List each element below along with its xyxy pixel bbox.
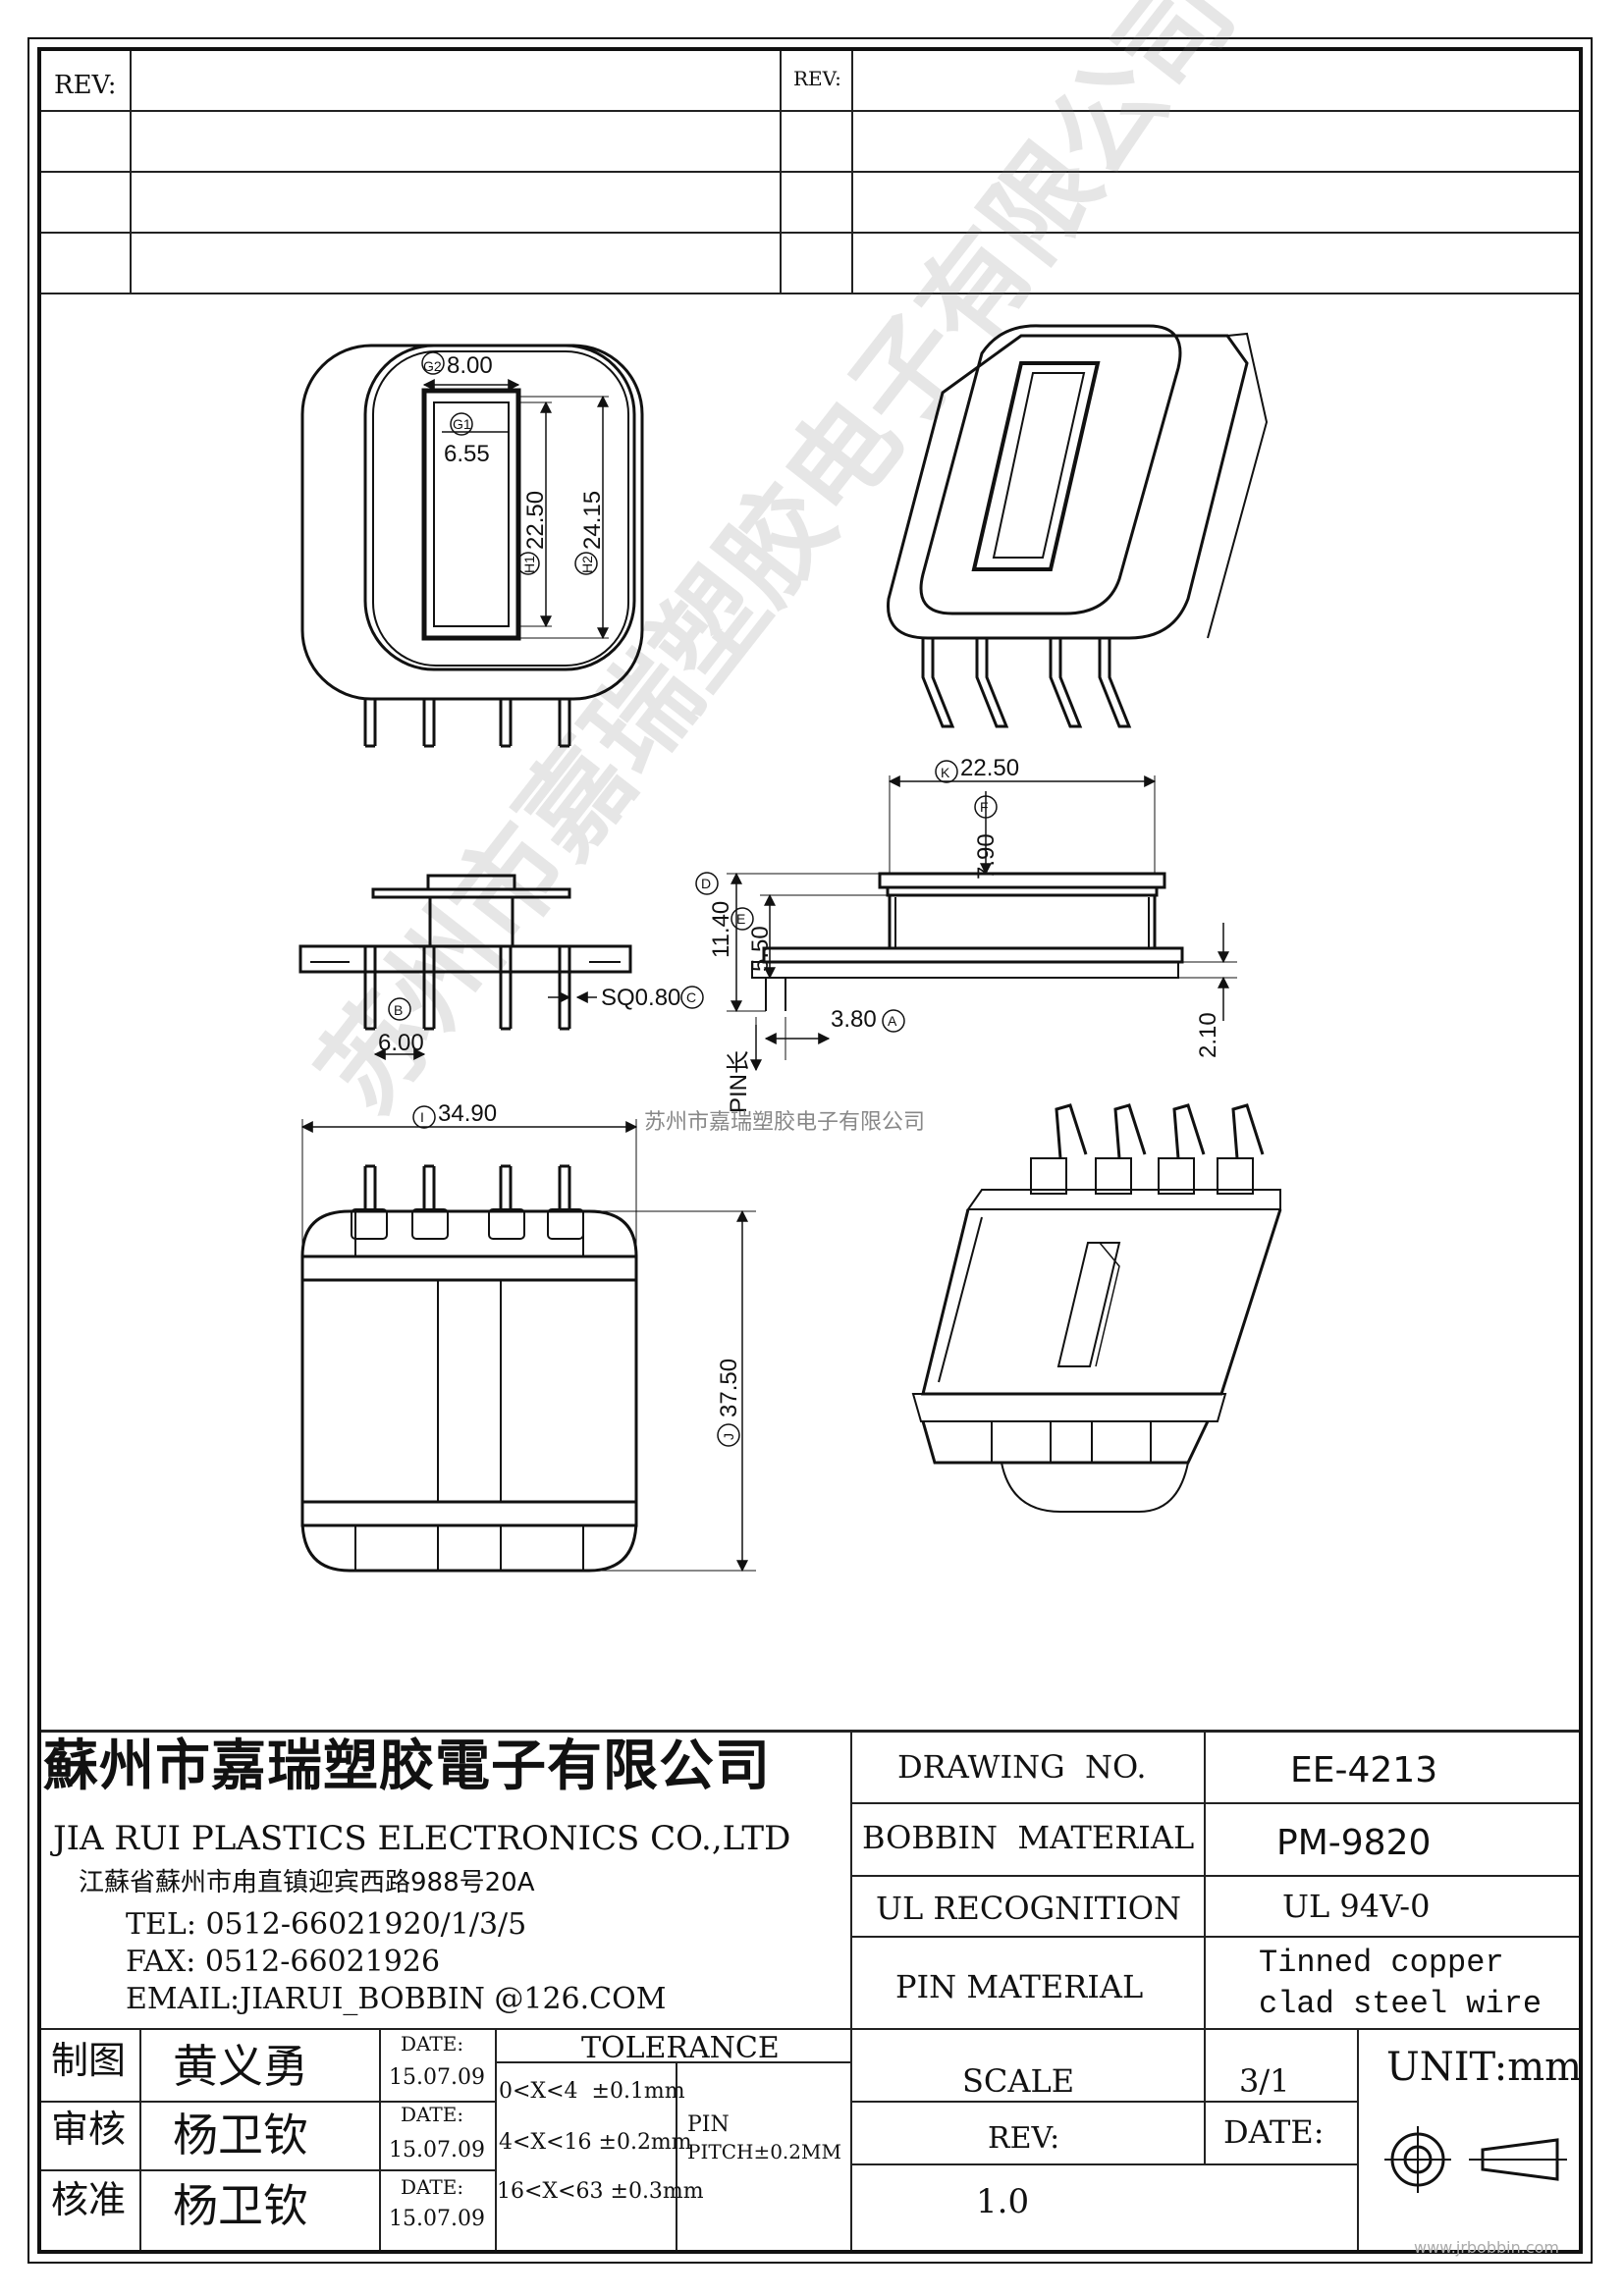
ul-recognition-label: UL RECOGNITION: [876, 1890, 1181, 1927]
drawing-no-value: EE-4213: [1290, 1750, 1438, 1790]
side-view: [298, 874, 704, 1060]
dim-e: 5.50: [747, 926, 774, 972]
bobbin-material-value: PM-9820: [1276, 1823, 1432, 1863]
dim-g2: 8.00: [447, 352, 493, 379]
top-view-labels: G2 8.00 G1 6.55 H1 22.50 H2 24.15: [423, 352, 606, 573]
signoff-date-label-approve: DATE:: [401, 2175, 464, 2199]
signoff-name-draw: 黄义勇: [173, 2040, 308, 2093]
pin-pitch-line2: PITCH±0.2MM: [687, 2140, 841, 2163]
isometric-view-bottom: [911, 1103, 1282, 1513]
dim-j: 37.50: [716, 1359, 742, 1417]
signoff-name-review: 杨卫钦: [173, 2109, 308, 2162]
tolerance-row-2: 4<X<16 ±0.2mm: [499, 2130, 692, 2155]
pin-length-label: PIN长: [726, 1050, 752, 1113]
tolerance-row-3: 16<X<63 ±0.3mm: [497, 2179, 704, 2204]
signoff-role-draw: 制图: [51, 2039, 127, 2082]
date-label: DATE:: [1223, 2113, 1325, 2151]
marker-h1: H1: [521, 556, 537, 573]
marker-f: F: [980, 799, 989, 815]
signoff-date-review: 15.07.09: [389, 2138, 485, 2163]
company-email: EMAIL:JIARUI_BOBBIN @126.COM: [126, 1982, 667, 2016]
dim-c: SQ0.80: [601, 985, 680, 1011]
tolerance-row-1: 0<X<4 ±0.1mm: [499, 2079, 685, 2104]
marker-g1: G1: [453, 416, 471, 432]
side-view-labels: B 6.00 SQ0.80 C: [378, 985, 696, 1056]
company-name-cn: 蘇州市嘉瑞塑胶電子有限公司: [43, 1735, 771, 1798]
front-view-labels: K 22.50 F 7.90 D 11.40 E 5.50 3.80 A 2.1…: [701, 755, 1221, 1113]
dim-k: 22.50: [960, 755, 1019, 781]
bottom-view: [300, 1105, 756, 1573]
dim-f: 7.90: [973, 833, 1000, 880]
scale-value: 3/1: [1239, 2062, 1290, 2100]
signoff-role-review: 审核: [51, 2108, 127, 2151]
pin-material-line2: clad steel wire: [1259, 1986, 1543, 2022]
drawing-no-label: DRAWING NO.: [897, 1748, 1147, 1786]
pin-material-line1: Tinned copper: [1259, 1945, 1504, 1981]
marker-g2: G2: [423, 358, 442, 374]
marker-e: E: [736, 911, 745, 927]
marker-i: I: [420, 1109, 424, 1125]
company-tel: TEL: 0512-66021920/1/3/5: [126, 1907, 527, 1942]
projection-symbol-icon: [1384, 2126, 1567, 2193]
tolerance-label: TOLERANCE: [581, 2031, 780, 2065]
marker-d: D: [701, 876, 711, 891]
dim-h2: 24.15: [579, 491, 606, 550]
footer-watermark: www.jrbobbin.com: [1414, 2238, 1559, 2257]
signoff-name-approve: 杨卫钦: [173, 2179, 308, 2232]
pin-pitch-line1: PIN: [687, 2112, 730, 2137]
marker-k: K: [941, 765, 950, 780]
dim-h1: 22.50: [522, 491, 549, 550]
rev-value: 1.0: [976, 2182, 1030, 2221]
dim-b: 6.00: [378, 1030, 424, 1056]
scale-label: SCALE: [962, 2062, 1075, 2100]
dim-d: 11.40: [708, 901, 734, 958]
watermark-company-center: 苏州市嘉瑞塑胶电子有限公司: [644, 1109, 925, 1134]
dim-pin-offset: 2.10: [1195, 1012, 1221, 1058]
dim-a: 3.80: [831, 1006, 877, 1033]
signoff-date-approve: 15.07.09: [389, 2207, 485, 2231]
company-name-en: JIA RUI PLASTICS ELECTRONICS CO.,LTD: [53, 1819, 791, 1858]
pin-material-label: PIN MATERIAL: [895, 1968, 1144, 2005]
marker-c: C: [686, 989, 696, 1005]
rev-label-right: REV:: [793, 67, 841, 90]
rev-label-left: REV:: [54, 71, 117, 100]
front-view: [695, 760, 1237, 1072]
isometric-view-top: [887, 324, 1269, 728]
ul-recognition-value: UL 94V-0: [1282, 1888, 1431, 1925]
dim-g1: 6.55: [444, 441, 490, 467]
drawing-border: [37, 47, 1583, 2254]
signoff-date-label-draw: DATE:: [401, 2032, 464, 2056]
technical-drawing: 苏州市嘉瑞塑胶电子有限公司 G2 8.00 G1 6.55 H1 22.50 H…: [297, 0, 1282, 1573]
marker-j: J: [721, 1433, 736, 1440]
signoff-date-label-review: DATE:: [401, 2103, 464, 2126]
rev-label: REV:: [988, 2121, 1060, 2156]
watermark: 苏州市嘉瑞塑胶电子有限公司: [297, 0, 1256, 1134]
marker-b: B: [394, 1002, 403, 1018]
outer-border: [27, 37, 1593, 2264]
signoff-role-approve: 核准: [51, 2178, 127, 2221]
unit-label: UNIT:mm: [1386, 2045, 1583, 2090]
signoff-date-draw: 15.07.09: [389, 2065, 485, 2090]
watermark-text-diagonal: 苏州市嘉瑞塑胶电子有限公司: [297, 0, 1256, 1134]
marker-a: A: [888, 1013, 897, 1029]
bottom-view-labels: I 34.90 J 37.50: [420, 1100, 742, 1440]
bobbin-material-label: BOBBIN MATERIAL: [862, 1819, 1195, 1856]
top-view: [300, 344, 644, 748]
dim-i: 34.90: [438, 1100, 497, 1127]
company-fax: FAX: 0512-66021926: [126, 1945, 441, 1979]
company-address: 江蘇省蘇州市甪直镇迎宾西路988号20A: [79, 1868, 535, 1897]
marker-h2: H2: [579, 556, 595, 573]
